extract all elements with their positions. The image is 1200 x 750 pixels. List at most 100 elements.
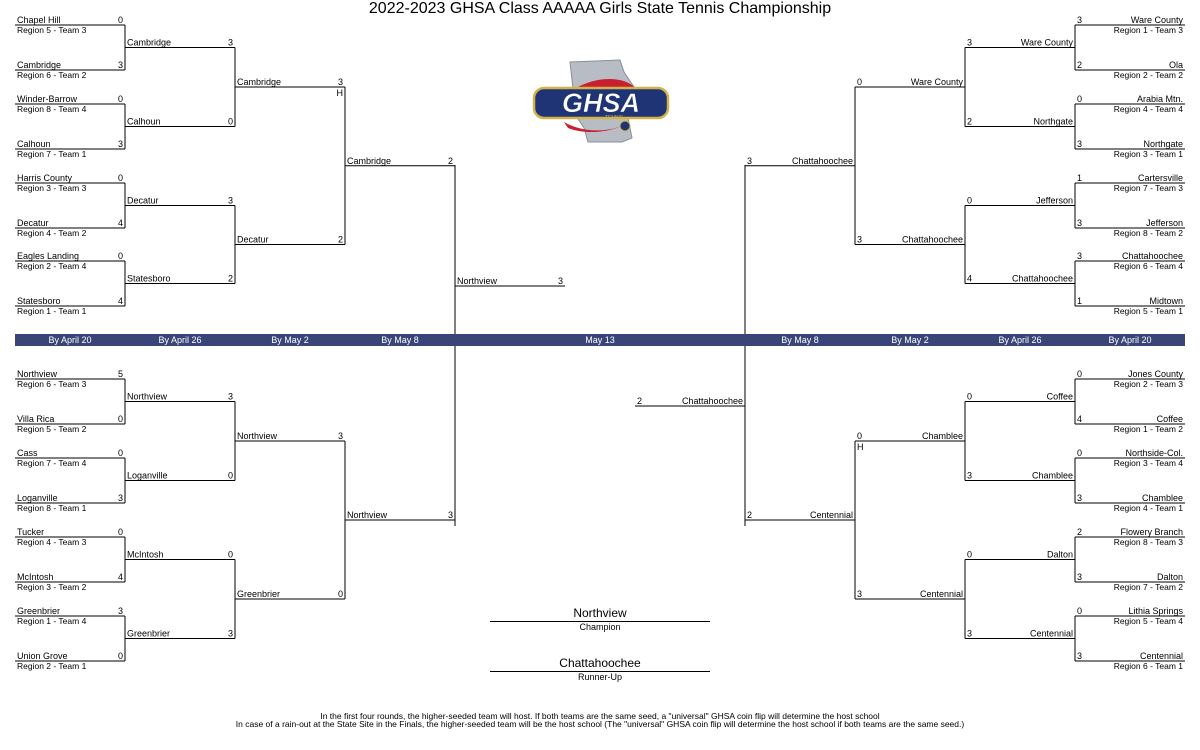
left-bottom-r1-score: 5 [118, 369, 123, 379]
left-bottom-r1-score: 0 [118, 448, 123, 458]
right-top-r1-seed: Region 5 - Team 1 [1114, 306, 1184, 316]
right-top-r1-score: 3 [1077, 218, 1082, 228]
round-date-label: By April 20 [48, 335, 91, 345]
footer-note-1: In the first four rounds, the higher-see… [320, 711, 880, 721]
left-top-r1-score: 4 [118, 296, 123, 306]
champion-label: Champion [579, 622, 621, 632]
right-top-r1-team-name: Northgate [1143, 139, 1183, 149]
left-bottom-r1-seed: Region 1 - Team 4 [17, 616, 87, 626]
left-top-r1-team-name: Harris County [17, 173, 73, 183]
right-bottom-r1-seed: Region 7 - Team 2 [1114, 582, 1184, 592]
round-date-label: By May 2 [891, 335, 929, 345]
left-top-r2-team-name: Cambridge [127, 38, 171, 48]
right-bottom-r1-score: 4 [1077, 414, 1082, 424]
round-date-label: By May 8 [381, 335, 419, 345]
left-top-r1-seed: Region 2 - Team 4 [17, 261, 87, 271]
left-top-r3-score: 3 [338, 77, 343, 87]
right-top-r4-score: 3 [747, 156, 752, 166]
right-bottom-r2-score: 0 [967, 392, 972, 402]
left-top-r1-team-name: Statesboro [17, 296, 61, 306]
left-top-r1-team-name: Winder-Barrow [17, 94, 78, 104]
right-top-r1-team-name: Ola [1169, 60, 1183, 70]
left-bottom-r3-team-name: Greenbrier [237, 589, 280, 599]
right-top-r1-score: 3 [1077, 15, 1082, 25]
ghsa-tennis-logo-icon: GHSA TENNIS [532, 59, 670, 143]
left-top-r1-team-name: Decatur [17, 218, 49, 228]
right-top-r1-score: 3 [1077, 251, 1082, 261]
right-bottom-r1-team-name: Coffee [1157, 414, 1183, 424]
left-bottom-r3-score: 0 [338, 589, 343, 599]
left-top-r1-score: 3 [118, 60, 123, 70]
right-top-r1-team-name: Cartersville [1138, 173, 1183, 183]
right-bottom-r1-seed: Region 5 - Team 4 [1114, 616, 1184, 626]
left-bottom-r1-seed: Region 4 - Team 3 [17, 537, 87, 547]
right-semifinal-team: Chattahoochee [682, 396, 743, 406]
right-bottom-r2-score: 3 [967, 471, 972, 481]
left-bottom-r3-score: 3 [338, 431, 343, 441]
right-bottom-r3-team-name: Chamblee [922, 431, 963, 441]
right-bottom-r1-team-name: Lithia Springs [1128, 606, 1183, 616]
left-bottom-r1-seed: Region 3 - Team 2 [17, 582, 87, 592]
right-top-r2-score: 0 [967, 196, 972, 206]
left-bottom-r4-team-name: Northview [347, 510, 388, 520]
right-top-r1-team-name: Midtown [1149, 296, 1183, 306]
left-top-r2-score: 0 [228, 117, 233, 127]
left-bottom-r1-score: 0 [118, 527, 123, 537]
left-bottom-r1-team-name: Villa Rica [17, 414, 54, 424]
right-top-r1-seed: Region 8 - Team 2 [1114, 228, 1184, 238]
right-bottom-r2-team-name: Dalton [1047, 550, 1073, 560]
right-bottom-r1-score: 0 [1077, 369, 1082, 379]
left-bottom-r2-score: 0 [228, 471, 233, 481]
right-top-r1-score: 0 [1077, 94, 1082, 104]
right-bottom-r3-score: 0 [857, 431, 862, 441]
right-bottom-r1-score: 3 [1077, 493, 1082, 503]
left-bottom-r1-seed: Region 5 - Team 2 [17, 424, 87, 434]
left-semifinal-score: 3 [558, 276, 563, 286]
left-top-r4-team-name: Cambridge [347, 156, 391, 166]
runner-up-team: Chattahoochee [490, 656, 710, 672]
right-bottom-r1-team-name: Northside-Col. [1125, 448, 1183, 458]
left-bottom-r1-team-name: McIntosh [17, 572, 54, 582]
left-top-r1-seed: Region 6 - Team 2 [17, 70, 87, 80]
right-bottom-r1-team-name: Dalton [1157, 572, 1183, 582]
svg-text:TENNIS: TENNIS [605, 115, 624, 121]
right-bottom-r1-seed: Region 3 - Team 4 [1114, 458, 1184, 468]
right-top-r1-score: 3 [1077, 139, 1082, 149]
right-bottom-r1-score: 0 [1077, 606, 1082, 616]
right-bottom-r1-seed: Region 1 - Team 2 [1114, 424, 1184, 434]
right-bottom-r2-team-name: Centennial [1030, 629, 1073, 639]
left-bottom-r2-score: 0 [228, 550, 233, 560]
left-bottom-r2-score: 3 [228, 392, 233, 402]
left-bottom-r1-team-name: Tucker [17, 527, 44, 537]
left-top-r2-score: 2 [228, 274, 233, 284]
round-date-label: By May 8 [781, 335, 819, 345]
left-top-r2-team-name: Statesboro [127, 274, 171, 284]
right-top-r1-team-name: Jefferson [1146, 218, 1183, 228]
right-bottom-r3-score: 3 [857, 589, 862, 599]
round-date-label: By April 26 [158, 335, 201, 345]
left-top-r2-team-name: Decatur [127, 196, 159, 206]
right-bottom-r2-team-name: Coffee [1047, 392, 1073, 402]
right-top-r1-score: 2 [1077, 60, 1082, 70]
runner-up-box: Chattahoochee Runner-Up [490, 656, 710, 683]
right-top-r1-team-name: Chattahoochee [1122, 251, 1183, 261]
right-bottom-r1-score: 3 [1077, 572, 1082, 582]
right-top-r2-team-name: Jefferson [1036, 196, 1073, 206]
right-top-r3-team-name: Chattahoochee [902, 235, 963, 245]
left-top-r1-team-name: Cambridge [17, 60, 61, 70]
right-top-r1-team-name: Arabia Mtn. [1137, 94, 1183, 104]
right-bottom-r3-team-name: Centennial [920, 589, 963, 599]
left-top-r3-team-name: Decatur [237, 235, 269, 245]
left-bottom-r1-team-name: Cass [17, 448, 38, 458]
left-bottom-r1-seed: Region 2 - Team 1 [17, 661, 87, 671]
right-bottom-r1-score: 2 [1077, 527, 1082, 537]
right-top-r3-score: 0 [857, 77, 862, 87]
round-date-label: May 13 [585, 335, 615, 345]
left-semifinal-team: Northview [457, 276, 498, 286]
left-top-r1-seed: Region 4 - Team 2 [17, 228, 87, 238]
right-top-r1-team-name: Ware County [1131, 15, 1184, 25]
right-bottom-r1-team-name: Flowery Branch [1120, 527, 1183, 537]
left-bottom-r1-seed: Region 7 - Team 4 [17, 458, 87, 468]
right-top-r1-score: 1 [1077, 296, 1082, 306]
